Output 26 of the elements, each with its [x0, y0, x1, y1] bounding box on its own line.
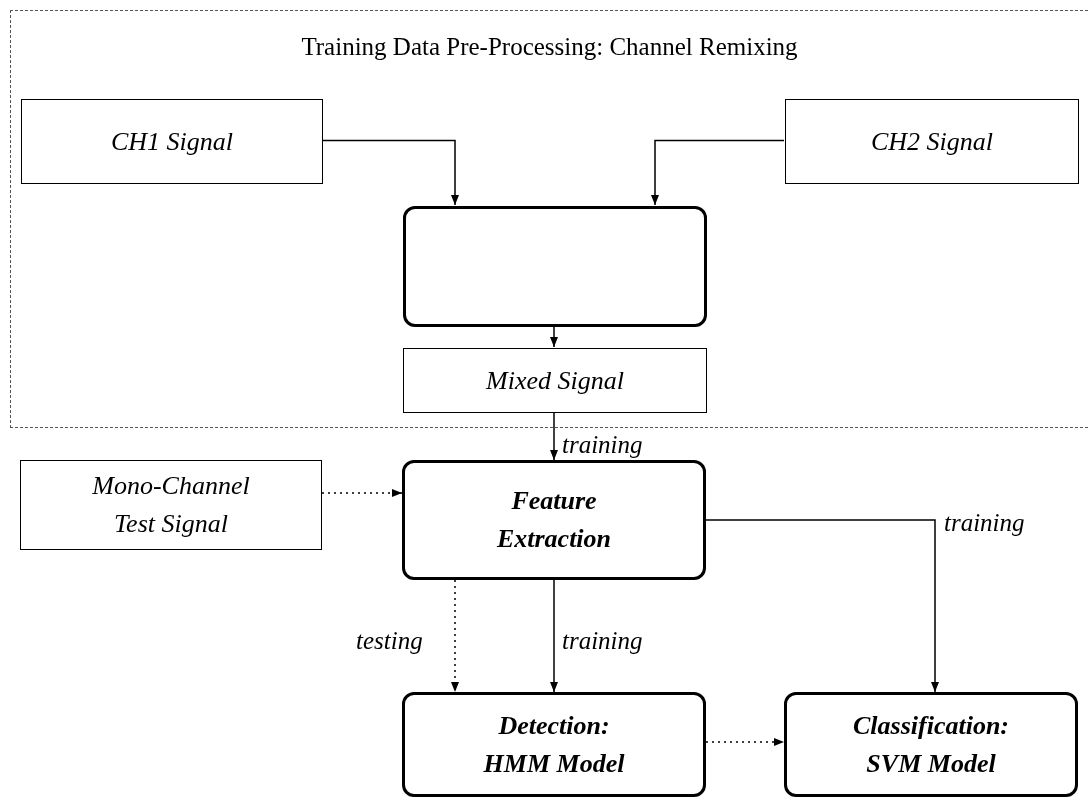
dotted-arrow [705, 738, 785, 746]
arrow [550, 325, 558, 348]
node-label: Detection: HMM Model [482, 709, 626, 780]
dotted-arrow [451, 579, 459, 693]
process-box [403, 348, 707, 413]
node-label: Classification: SVM Model [852, 709, 1010, 780]
process-box [20, 460, 322, 550]
node-label: Feature Extraction [495, 485, 613, 555]
rounded-process-box [403, 206, 707, 327]
process-box [785, 99, 1079, 184]
arrow [321, 139, 459, 206]
arrow [550, 411, 558, 461]
node-label: Mixed Signal [486, 364, 624, 397]
node-label: CH1 Signal [110, 125, 234, 158]
process-box [21, 99, 323, 184]
dashed-group-frame [10, 10, 1088, 428]
node-label: Mono-Channel Test Signal [91, 470, 251, 540]
rounded-process-box [784, 692, 1078, 797]
node-label: CH2 Signal [870, 125, 994, 158]
rounded-process-box [402, 460, 706, 580]
arrow [550, 579, 558, 693]
group-title: Training Data Pre-Processing: Channel Remixing [300, 32, 799, 62]
arrow [651, 139, 785, 206]
dotted-arrow [321, 489, 403, 497]
arrow [705, 519, 939, 693]
rounded-process-box [402, 692, 706, 797]
